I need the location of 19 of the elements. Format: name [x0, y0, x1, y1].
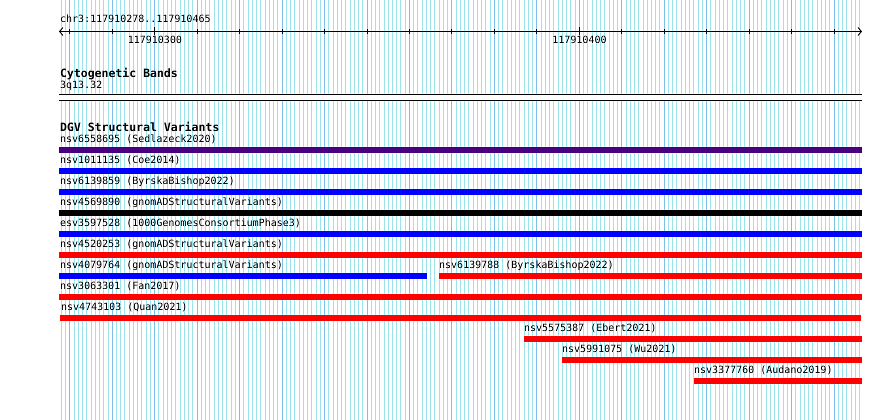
tick-label: 117910400	[552, 35, 606, 47]
variant-label: nsv1011135 (Coe2014)	[60, 155, 180, 167]
position-label: chr3:117910278..117910465	[60, 14, 211, 26]
variant-label: nsv4743103 (Quan2021)	[61, 302, 188, 314]
track-heading: Cytogenetic Bands	[60, 67, 178, 80]
variant-label: nsv5575387 (Ebert2021)	[524, 323, 656, 335]
tick-label: 117910300	[128, 35, 182, 47]
variant-label: nsv4569890 (gnomADStructuralVariants)	[60, 197, 283, 209]
variant-label: nsv6558695 (Sedlazeck2020)	[60, 134, 217, 146]
variant-label: nsv6139788 (ByrskaBishop2022)	[439, 260, 614, 272]
variant-label: nsv3377760 (Audano2019)	[694, 365, 832, 377]
variant-label: nsv6139859 (ByrskaBishop2022)	[60, 176, 235, 188]
variant-label: nsv3063301 (Fan2017)	[60, 281, 180, 293]
variant-label: nsv4079764 (gnomADStructuralVariants)	[60, 260, 283, 272]
band-label: 3q13.32	[60, 80, 102, 92]
variant-label: nsv4520253 (gnomADStructuralVariants)	[60, 239, 283, 251]
variant-label: nsv5991075 (Wu2021)	[562, 344, 676, 356]
track-heading: DGV Structural Variants	[60, 121, 220, 134]
variant-label: esv3597528 (1000GenomesConsortiumPhase3)	[60, 218, 301, 230]
